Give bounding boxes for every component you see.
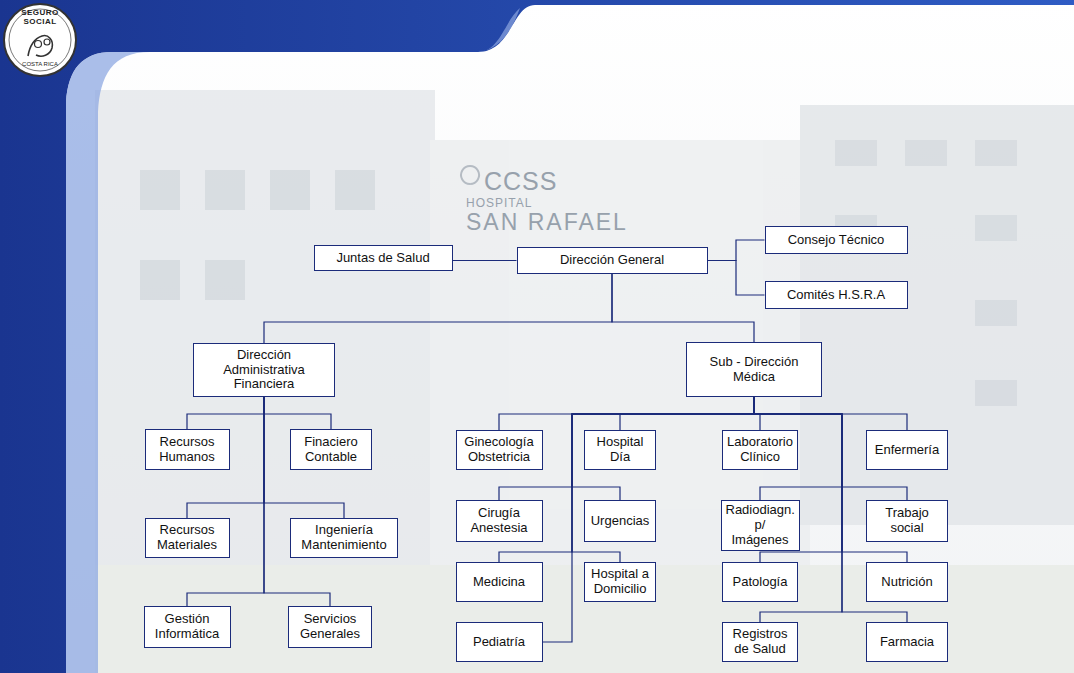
org-box: Trabajo social bbox=[866, 500, 948, 542]
box-label: Laboratorio Clínico bbox=[727, 435, 793, 465]
org-box: Servicios Generales bbox=[288, 606, 372, 648]
org-box: Dirección General bbox=[517, 247, 708, 274]
org-box: Cirugía Anestesia bbox=[456, 500, 543, 542]
box-label: Ginecología Obstetricia bbox=[461, 435, 538, 465]
org-connector bbox=[453, 260, 517, 261]
box-label: Recursos Materiales bbox=[150, 523, 225, 553]
org-box: Comités H.S.R.A bbox=[765, 281, 908, 309]
org-box: Farmacia bbox=[866, 622, 948, 662]
swoosh-highlight bbox=[478, 8, 520, 52]
org-box: Ingeniería Mantenimiento bbox=[290, 518, 398, 558]
box-label: Recursos Humanos bbox=[150, 435, 225, 465]
box-label: Registros de Salud bbox=[727, 627, 793, 657]
box-label: Comités H.S.R.A bbox=[770, 288, 903, 303]
org-connector bbox=[612, 274, 754, 342]
box-label: Medicina bbox=[461, 575, 538, 590]
org-box: Hospital a Domicilio bbox=[584, 562, 656, 602]
org-connector bbox=[187, 397, 264, 429]
logo-text: SEGURO SOCIAL bbox=[14, 9, 66, 27]
box-label: Consejo Técnico bbox=[770, 233, 903, 248]
watermark-text: HOSPITAL bbox=[466, 197, 532, 210]
org-box: Enfermería bbox=[866, 430, 948, 470]
box-label: Enfermería bbox=[871, 443, 943, 458]
box-label: Dirección General bbox=[522, 253, 703, 268]
watermark-text: SAN RAFAEL bbox=[466, 210, 628, 235]
org-box: Juntas de Salud bbox=[314, 245, 453, 271]
org-box: Recursos Materiales bbox=[145, 518, 230, 558]
hospital-building bbox=[95, 90, 1074, 673]
org-connector bbox=[708, 261, 765, 296]
org-box: Nutrición bbox=[866, 562, 948, 602]
org-box: Finaciero Contable bbox=[290, 429, 372, 470]
logo-text: COSTA RICA bbox=[18, 61, 62, 68]
box-label: Servicios Generales bbox=[293, 612, 367, 642]
box-label: Pediatría bbox=[461, 635, 538, 650]
box-label: Sub - Dirección Médica bbox=[691, 355, 817, 385]
org-box: Medicina bbox=[456, 562, 543, 602]
org-box: Consejo Técnico bbox=[765, 226, 908, 254]
box-label: Trabajo social bbox=[871, 506, 943, 536]
org-box: Laboratorio Clínico bbox=[722, 430, 798, 470]
box-label: Hospital Día bbox=[589, 435, 651, 465]
box-label: Gestión Informática bbox=[149, 612, 226, 642]
box-label: Nutrición bbox=[871, 575, 943, 590]
box-label: Urgencias bbox=[589, 514, 651, 529]
org-box: Dirección Administrativa Financiera bbox=[193, 343, 335, 397]
box-label: Finaciero Contable bbox=[295, 435, 367, 465]
org-box: Recursos Humanos bbox=[145, 429, 230, 470]
org-connector bbox=[264, 397, 331, 429]
org-box: Registros de Salud bbox=[722, 622, 798, 662]
box-label: Hospital a Domicilio bbox=[589, 567, 651, 597]
box-label: Dirección Administrativa Financiera bbox=[198, 348, 330, 393]
box-label: Juntas de Salud bbox=[319, 251, 448, 266]
org-box: Urgencias bbox=[584, 500, 656, 542]
box-label: Radiodiagn. p/ Imágenes bbox=[726, 503, 795, 548]
box-label: Cirugía Anestesia bbox=[461, 506, 538, 536]
org-box: Hospital Día bbox=[584, 430, 656, 470]
org-box: Ginecología Obstetricia bbox=[456, 430, 543, 470]
box-label: Ingeniería Mantenimiento bbox=[295, 523, 393, 553]
seguro-social-logo bbox=[4, 4, 76, 76]
org-box: Sub - Dirección Médica bbox=[686, 342, 822, 397]
org-box: Gestión Informática bbox=[144, 606, 231, 648]
box-label: Farmacia bbox=[871, 635, 943, 650]
org-box: Pediatría bbox=[456, 622, 543, 662]
org-connector bbox=[708, 240, 765, 261]
box-label: Patología bbox=[727, 575, 793, 590]
org-box: Patología bbox=[722, 562, 798, 602]
org-box: Radiodiagn. p/ Imágenes bbox=[721, 500, 800, 551]
org-connector bbox=[264, 274, 612, 343]
blue-swoosh-stripe bbox=[66, 52, 150, 673]
watermark-text: CCSS bbox=[484, 168, 557, 196]
